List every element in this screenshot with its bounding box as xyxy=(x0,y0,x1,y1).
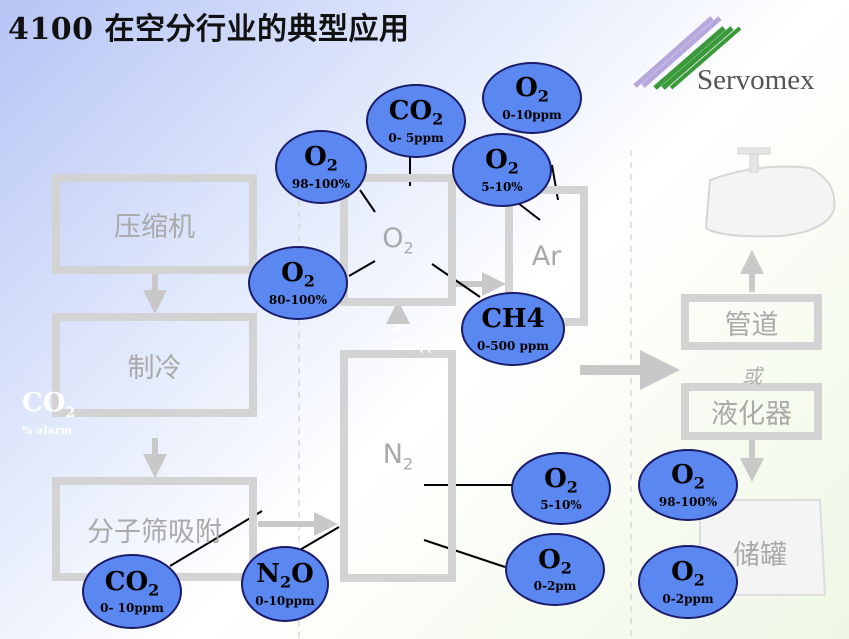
sample-line xyxy=(169,510,263,567)
analyzer-o2-5-10-ar: O2 5-10% xyxy=(452,133,552,207)
sample-line xyxy=(423,539,506,568)
pipeline-label: 管道 xyxy=(724,309,779,341)
analyzer-o2-0-10ppm: O2 0-10ppm xyxy=(482,62,582,134)
compressor-label: 压缩机 xyxy=(114,211,195,243)
or-label: 或 xyxy=(742,364,762,388)
analyzer-ch4: CH4 0-500 ppm xyxy=(461,292,565,366)
pipeline-box: 管道 xyxy=(681,294,822,350)
analyzer-n2o: N2O 0-10ppm xyxy=(241,546,329,622)
logo-text: Servomex xyxy=(697,64,815,96)
analyzer-co2-0-5ppm: CO2 0- 5ppm xyxy=(366,84,466,158)
sample-line xyxy=(348,260,376,277)
o2-column-box: O2 xyxy=(340,174,456,306)
tank-icon xyxy=(704,147,836,238)
analyzer-o2-0-2pm: O2 0-2pm xyxy=(505,533,605,606)
analyzer-o2-5-10-n2: O2 5-10% xyxy=(511,452,611,525)
liquefier-box: 液化器 xyxy=(681,383,822,440)
analyzer-co2-0-10ppm: CO2 0- 10ppm xyxy=(82,554,182,629)
n2-column-label: N2 xyxy=(382,438,414,474)
liquefier-label: 液化器 xyxy=(711,399,792,430)
ghost-co2-label: CO2 xyxy=(22,388,76,422)
refrigeration-box: 制冷 xyxy=(52,313,257,417)
sample-line xyxy=(431,263,481,298)
molsieve-label: 分子筛吸附 xyxy=(87,516,222,548)
page-title: 4100 在空分行业的典型应用 xyxy=(8,12,410,47)
sample-line xyxy=(517,202,541,221)
o2-column-label: O2 xyxy=(382,222,414,258)
refrigeration-label: 制冷 xyxy=(127,352,182,384)
storage-label: 储罐 xyxy=(733,540,787,571)
n2-column-box: N2 xyxy=(340,350,456,582)
ar-column-label: Ar xyxy=(531,240,562,272)
ghost-co2-range: % alarm xyxy=(22,424,73,437)
analyzer-o2-98-100-liquid: O2 98-100% xyxy=(638,449,738,521)
compressor-box: 压缩机 xyxy=(52,174,257,274)
sample-line xyxy=(359,189,376,213)
analyzer-o2-98-100: O2 98-100% xyxy=(275,130,367,204)
analyzer-o2-0-2ppm: O2 0-2ppm xyxy=(638,545,738,619)
sample-line xyxy=(551,164,559,201)
sample-line xyxy=(297,526,340,552)
analyzer-o2-80-100: O2 80-100% xyxy=(248,246,348,320)
ghost-mid-range: 0-10ppm xyxy=(392,340,447,353)
servomex-logo-mark xyxy=(633,16,742,90)
